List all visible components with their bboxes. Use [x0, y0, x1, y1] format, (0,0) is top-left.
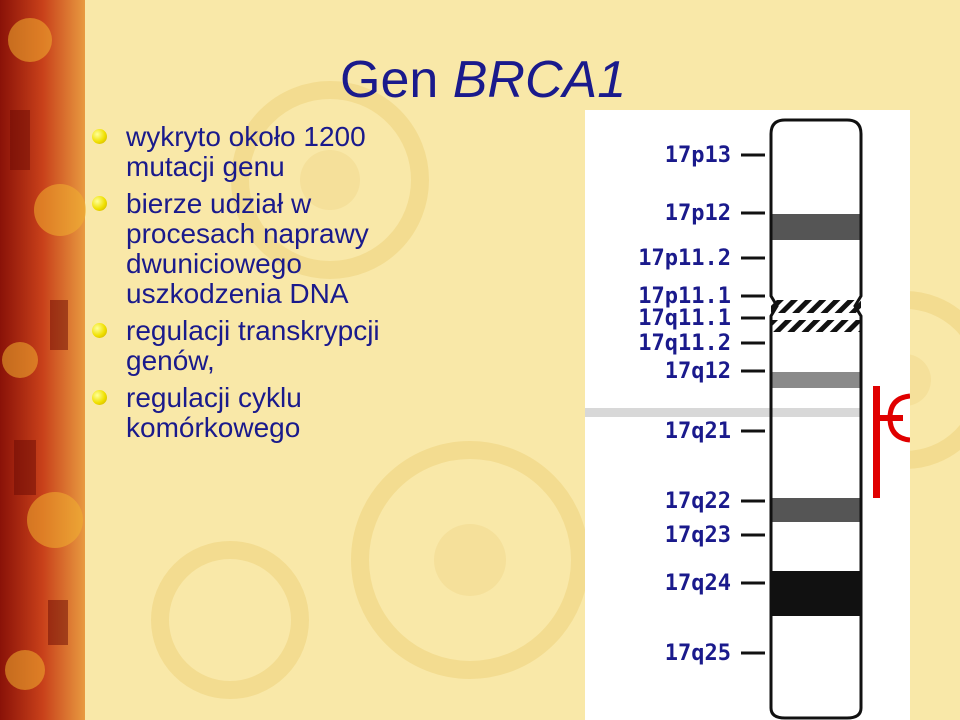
band-17p12 — [771, 214, 861, 240]
slide-title: Gen BRCA1 — [340, 51, 627, 109]
band-label: 17q25 — [665, 641, 731, 666]
bullet-icon — [92, 129, 107, 144]
band-label: 17q23 — [665, 523, 731, 548]
brca1-marker-bar — [873, 386, 880, 498]
bullet-item: regulacji transkrypcji genów, — [92, 316, 562, 376]
band-label: 17p13 — [665, 143, 731, 168]
bullet-item: regulacji cyklu komórkowego — [92, 383, 562, 443]
band-label: 17q11.2 — [638, 331, 731, 356]
band-17p11-1 — [771, 300, 861, 313]
band-17q24 — [771, 571, 861, 616]
band-label: 17p11.2 — [638, 246, 731, 271]
band-17q22 — [771, 498, 861, 522]
band-label: 17p12 — [665, 201, 731, 226]
bullet-icon — [92, 323, 107, 338]
band-17q11-1 — [771, 320, 861, 332]
bullet-icon — [92, 390, 107, 405]
bullet-item: wykryto około 1200 mutacji genu — [92, 122, 562, 182]
band-label: 17q11.1 — [638, 306, 731, 331]
brca1-marker — [873, 386, 910, 498]
chromosome-outline — [769, 118, 863, 720]
band-17q12 — [771, 372, 861, 388]
band-label: 17q24 — [665, 571, 731, 596]
band-label: 17p11.1 — [638, 284, 731, 309]
bullet-item: bierze udział w procesach naprawy dwunic… — [92, 189, 562, 309]
highlight-line — [585, 408, 860, 417]
band-label: 17q21 — [665, 419, 731, 444]
brca1-marker-arc — [887, 393, 910, 443]
band-label: 17q12 — [665, 359, 731, 384]
gene-name: BRCA1 — [452, 51, 627, 109]
band-label: 17q22 — [665, 489, 731, 514]
bullet-icon — [92, 196, 107, 211]
bullet-list: wykryto około 1200 mutacji genu bierze u… — [92, 122, 562, 450]
